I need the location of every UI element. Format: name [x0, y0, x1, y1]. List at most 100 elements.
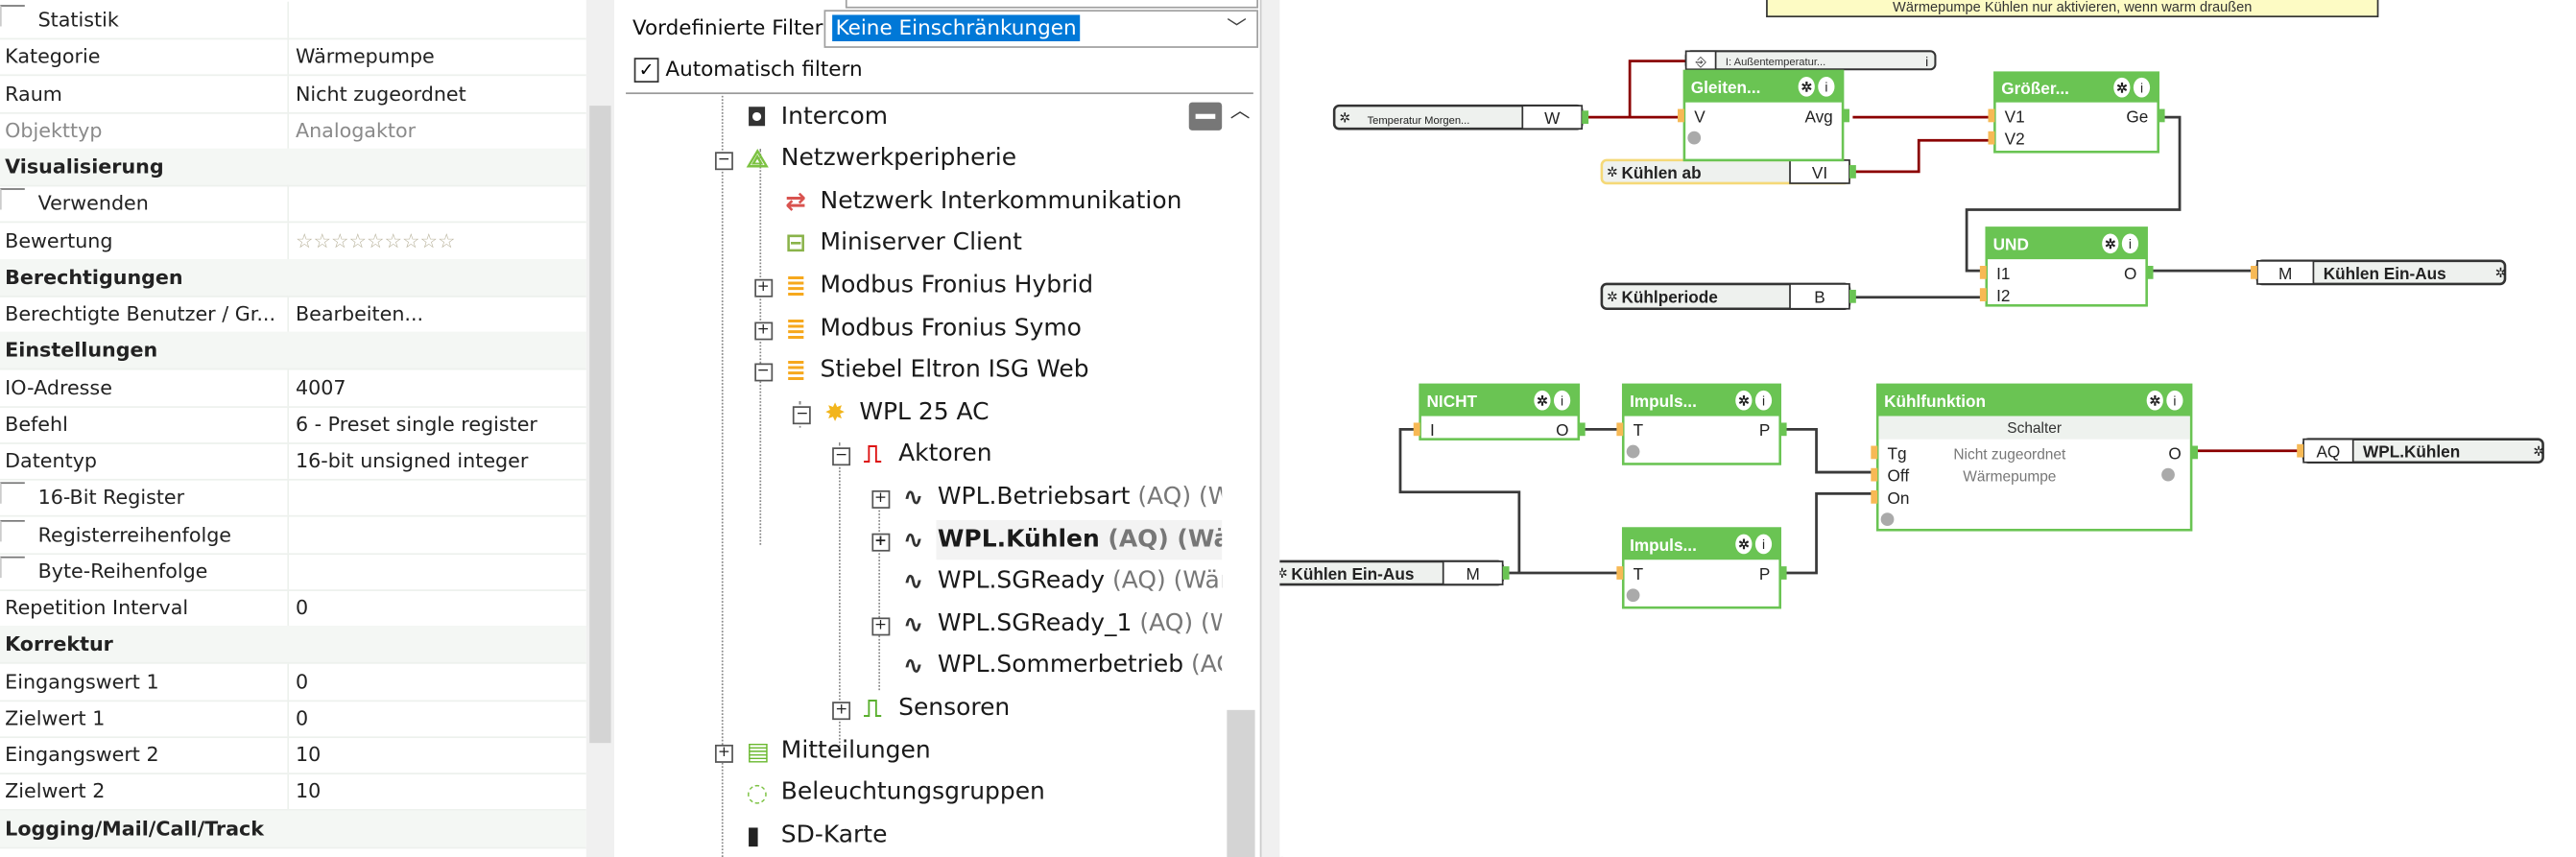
comment-box[interactable]: Wärmepumpe Kühlen nur aktivieren, wenn w… [1766, 0, 2379, 18]
property-row[interactable]: Byte-Reihenfolge [0, 552, 586, 591]
input-port[interactable] [1871, 445, 1878, 460]
input-port[interactable] [1616, 566, 1624, 580]
tree-item[interactable]: ⇄Netzwerk Interkommunikation [623, 181, 1223, 223]
property-value[interactable]: 10 [295, 779, 322, 803]
expand-icon[interactable]: + [871, 616, 890, 635]
settings-icon[interactable]: ✲ [1607, 290, 1618, 304]
property-value[interactable]: 6 - Preset single register [295, 412, 537, 436]
input-port[interactable] [1988, 131, 1995, 145]
settings-icon[interactable]: ✲ [2113, 77, 2131, 98]
property-value[interactable]: Nicht zugeordnet [295, 82, 466, 106]
wire[interactable] [1965, 115, 2182, 273]
properties-scrollbar[interactable] [585, 0, 615, 857]
scroll-up-icon[interactable]: ︿ [1229, 99, 1251, 123]
output-port[interactable] [2158, 108, 2165, 123]
tree-item[interactable]: −✸WPL 25 AC [623, 393, 1223, 434]
output-port[interactable] [1849, 165, 1856, 179]
tree-item[interactable]: ∿WPL.SGReady (AQ) (Wär [623, 561, 1222, 603]
tree-item[interactable]: +∿WPL.SGReady_1 (AQ) (W [623, 604, 1222, 645]
tree-item[interactable]: ∿WPL.Sommerbetrieb (AC [623, 646, 1222, 687]
input-port[interactable] [1979, 288, 1987, 301]
settings-icon[interactable]: ✲ [2102, 233, 2119, 254]
input-port[interactable] [1979, 266, 1987, 279]
tree-item[interactable]: +≣Modbus Fronius Symo [623, 308, 1223, 349]
input-port[interactable] [1413, 422, 1420, 437]
property-value[interactable]: 0 [295, 596, 309, 620]
info-icon[interactable]: i [1818, 77, 1835, 97]
info-icon[interactable]: i [2121, 233, 2139, 254]
collapse-all-button[interactable] [1188, 102, 1223, 131]
property-row[interactable]: Registerreihenfolge [0, 515, 586, 555]
tree-item[interactable]: −≣Stiebel Eltron ISG Web [623, 350, 1223, 392]
tree-item[interactable]: ▮SD-Karte [623, 815, 1223, 856]
settings-icon[interactable]: ✲ [1607, 165, 1618, 179]
output-port[interactable] [1779, 566, 1787, 580]
tree-item[interactable]: ◘Intercom [623, 97, 1223, 138]
settings-icon[interactable]: ✲ [1735, 390, 1753, 411]
property-value[interactable]: 16-bit unsigned integer [295, 448, 529, 473]
property-row[interactable]: 16-Bit Register [0, 479, 586, 517]
output-port[interactable] [1578, 422, 1586, 437]
tree-item[interactable]: +⎍Sensoren [623, 688, 1223, 729]
property-row[interactable]: Berechtigte Benutzer / Gr...Bearbeiten..… [0, 295, 586, 334]
tree-item[interactable]: +∿WPL.Kühlen (AQ) (Wär [623, 519, 1222, 560]
collapse-icon[interactable]: − [832, 447, 851, 466]
tree-item[interactable]: ◌Beleuchtungsgruppen [623, 773, 1223, 814]
rating-stars[interactable]: ☆☆☆☆☆☆☆☆☆ [295, 228, 456, 252]
add-input-icon[interactable] [1880, 512, 1895, 526]
property-checkbox[interactable] [0, 482, 25, 505]
settings-icon[interactable]: ✲ [1735, 534, 1753, 555]
settings-icon[interactable]: ✲ [1798, 77, 1815, 97]
input-port[interactable] [1678, 108, 1684, 123]
wire[interactable] [1783, 427, 1878, 474]
tree-scrollbar[interactable]: ︿ [1225, 95, 1255, 857]
info-icon[interactable]: i [1925, 55, 1928, 69]
property-checkbox[interactable] [0, 188, 25, 210]
property-row[interactable]: Bewertung☆☆☆☆☆☆☆☆☆ [0, 222, 586, 260]
output-port[interactable] [2191, 445, 2198, 460]
property-row[interactable]: Verwenden [0, 185, 586, 224]
property-value[interactable]: 0 [295, 669, 309, 693]
tree-item[interactable]: +≣Modbus Fronius Hybrid [623, 266, 1223, 307]
property-checkbox[interactable] [0, 5, 25, 27]
output-port[interactable] [1843, 108, 1849, 123]
expand-icon[interactable]: + [714, 744, 733, 763]
search-field[interactable] [845, 0, 1259, 9]
input-port[interactable] [1616, 422, 1624, 437]
add-input-icon[interactable] [1626, 588, 1640, 603]
tree-item[interactable]: +▤Mitteilungen [623, 730, 1223, 772]
input-port[interactable] [2297, 443, 2304, 458]
property-value[interactable]: 10 [295, 743, 322, 767]
input-port[interactable] [1871, 489, 1878, 504]
output-port[interactable] [1779, 422, 1787, 437]
tree-item[interactable]: −⎍Aktoren [623, 435, 1223, 476]
collapse-icon[interactable]: − [714, 152, 733, 171]
property-checkbox[interactable] [0, 519, 25, 541]
output-port[interactable] [1582, 110, 1589, 125]
collapse-icon[interactable]: − [793, 405, 812, 424]
property-value[interactable]: 4007 [295, 375, 346, 399]
input-port[interactable] [1871, 467, 1878, 482]
settings-icon[interactable]: ✲ [2495, 266, 2507, 280]
input-port[interactable] [1988, 108, 1995, 123]
collapse-icon[interactable]: − [753, 363, 773, 382]
property-value[interactable]: Bearbeiten... [295, 301, 424, 325]
logic-canvas[interactable]: Wärmepumpe Kühlen nur aktivieren, wenn w… [1270, 0, 2576, 857]
